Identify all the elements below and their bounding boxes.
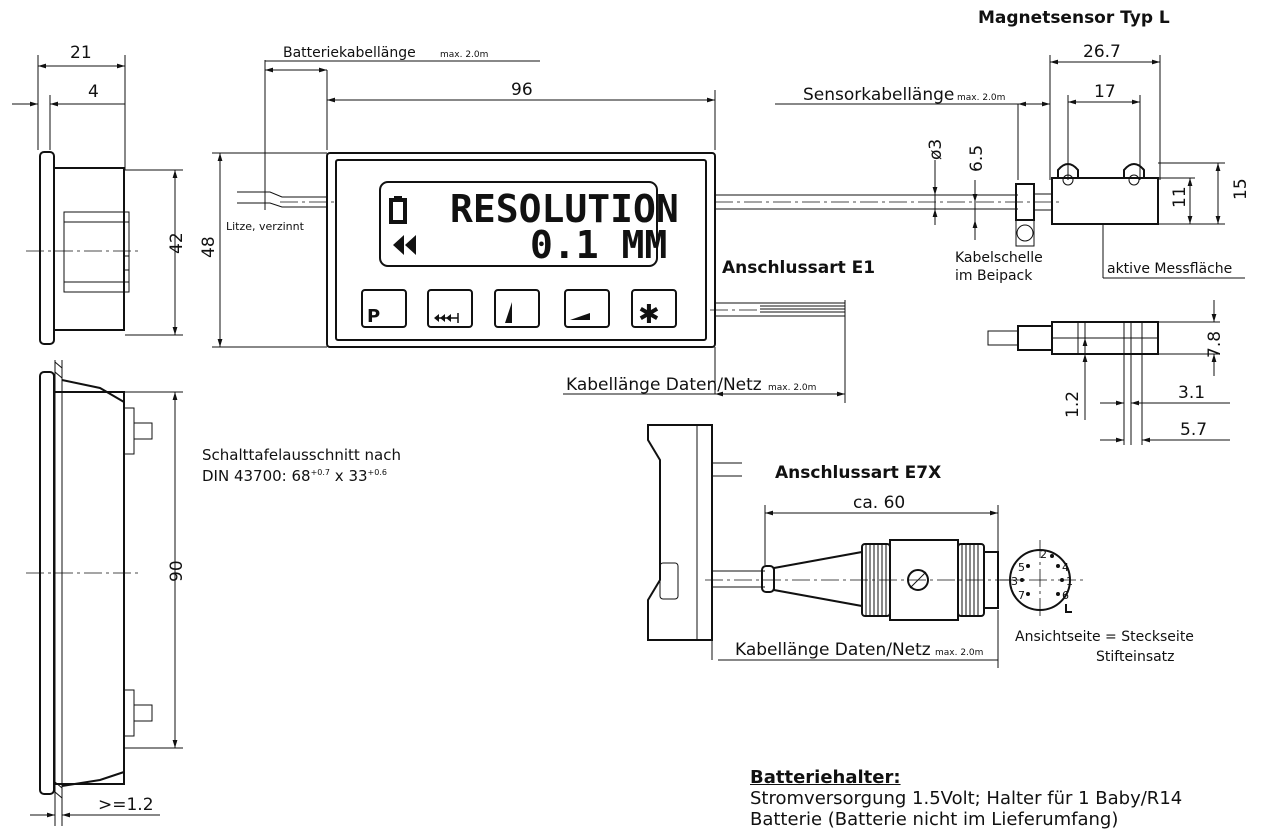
- pin-7: 7: [1018, 589, 1025, 602]
- dim-sensor-h11: 11: [1170, 186, 1190, 208]
- dim-sensor-total: 26.7: [1083, 42, 1121, 62]
- dim-clamp-offset: 6.5: [967, 145, 987, 172]
- dim-side-inset: 4: [88, 82, 99, 102]
- clamp-label-1: Kabelschelle: [955, 250, 1043, 266]
- battery-cable-max: max. 2.0m: [440, 50, 488, 60]
- active-surface-label: aktive Messfläche: [1107, 261, 1232, 277]
- pin-1: 1: [1066, 575, 1073, 588]
- connection-e1-label: Anschlussart E1: [722, 258, 875, 278]
- connection-e7x-label: Anschlussart E7X: [775, 463, 941, 483]
- lcd-line-1: RESOLUTION: [450, 187, 679, 231]
- panel-cutout-line-2: DIN 43700: 68+0.7 x 33+0.6: [202, 467, 387, 485]
- lcd-line-2: 0.1 MM: [530, 223, 667, 267]
- rewind-icon: [393, 235, 416, 255]
- wire-label: Litze, verzinnt: [226, 220, 305, 233]
- battery-cable-label: Batteriekabellänge: [283, 45, 416, 61]
- pin-4: 4: [1062, 561, 1069, 574]
- pin-3: 3: [1011, 575, 1018, 588]
- dim-connector-length: ca. 60: [853, 493, 905, 513]
- battery-icon: [389, 196, 407, 224]
- view-side-label: Ansichtseite = Steckseite: [1015, 629, 1194, 645]
- dim-side-height: 42: [167, 232, 187, 254]
- pin-2: 2: [1040, 548, 1047, 561]
- data-cable-2-max: max. 2.0m: [935, 648, 983, 658]
- sensor-cable-max: max. 2.0m: [957, 93, 1005, 103]
- asterisk-icon: ✱: [638, 300, 660, 330]
- connector-e7x-view: Anschlussart E7X ca. 60 Kabellänge Daten…: [647, 424, 1194, 668]
- dim-sensor-side-gap: 1.2: [1063, 391, 1083, 418]
- data-cable-1-max: max. 2.0m: [768, 383, 816, 393]
- dim-side-width: 21: [70, 43, 92, 63]
- key-asterisk-button[interactable]: ✱: [631, 289, 677, 330]
- up-arrow-icon: [505, 302, 512, 323]
- data-cable-2-label: Kabellänge Daten/Netz: [735, 640, 931, 660]
- panel-cutout-note: Schalttafelausschnitt nach DIN 43700: 68…: [202, 447, 401, 485]
- dim-sensor-side-w2: 5.7: [1180, 420, 1207, 440]
- pin-diagram: 2 5 4 3 1 7 6: [1000, 540, 1085, 620]
- dim-sensor-side-w1: 3.1: [1178, 383, 1205, 403]
- dim-sensor-pitch: 17: [1094, 82, 1116, 102]
- key-left-button[interactable]: [564, 289, 610, 328]
- dim-depth-90: 90: [167, 560, 187, 582]
- key-up-button[interactable]: [494, 289, 540, 328]
- battery-holder-title: Batteriehalter:: [750, 767, 901, 788]
- data-cable-1-label: Kabellänge Daten/Netz: [566, 375, 762, 395]
- panel-section-view: 90 >=1.2: [26, 360, 187, 826]
- battery-holder-line-2: Batterie (Batterie nicht im Lieferumfang…: [750, 809, 1119, 830]
- side-view: 21 4 42: [12, 43, 187, 345]
- sensor-cable-label: Sensorkabellänge: [803, 85, 954, 105]
- battery-holder-line-1: Stromversorgung 1.5Volt; Halter für 1 Ba…: [750, 788, 1183, 809]
- pin-5: 5: [1018, 561, 1025, 574]
- front-view: 96 48 RESOLUTION 0.1 MM P: [199, 45, 1060, 403]
- key-p-button[interactable]: P: [361, 289, 407, 328]
- sensor-title: Magnetsensor Typ L: [978, 8, 1170, 28]
- left-arrow-icon: [570, 313, 590, 320]
- magnet-sensor-view: 26.7 17 Sensorkabellänge max. 2.0m 11 15…: [775, 42, 1251, 445]
- battery-holder-note: Batteriehalter: Stromversorgung 1.5Volt;…: [750, 767, 1182, 830]
- key-reset-button[interactable]: [427, 289, 473, 328]
- dim-front-height: 48: [199, 236, 219, 258]
- svg-text:P: P: [367, 306, 380, 327]
- dim-panel-min: >=1.2: [98, 795, 154, 815]
- dim-sensor-h15: 15: [1231, 178, 1251, 200]
- pin-insert-label: Stifteinsatz: [1096, 649, 1175, 665]
- pin-6: 6: [1062, 589, 1069, 602]
- dim-cable-dia: ø3: [926, 139, 946, 160]
- dim-sensor-side-h: 7.8: [1205, 331, 1225, 358]
- panel-cutout-line-1: Schalttafelausschnitt nach: [202, 446, 402, 464]
- clamp-label-2: im Beipack: [955, 268, 1033, 284]
- dim-front-width: 96: [511, 80, 533, 100]
